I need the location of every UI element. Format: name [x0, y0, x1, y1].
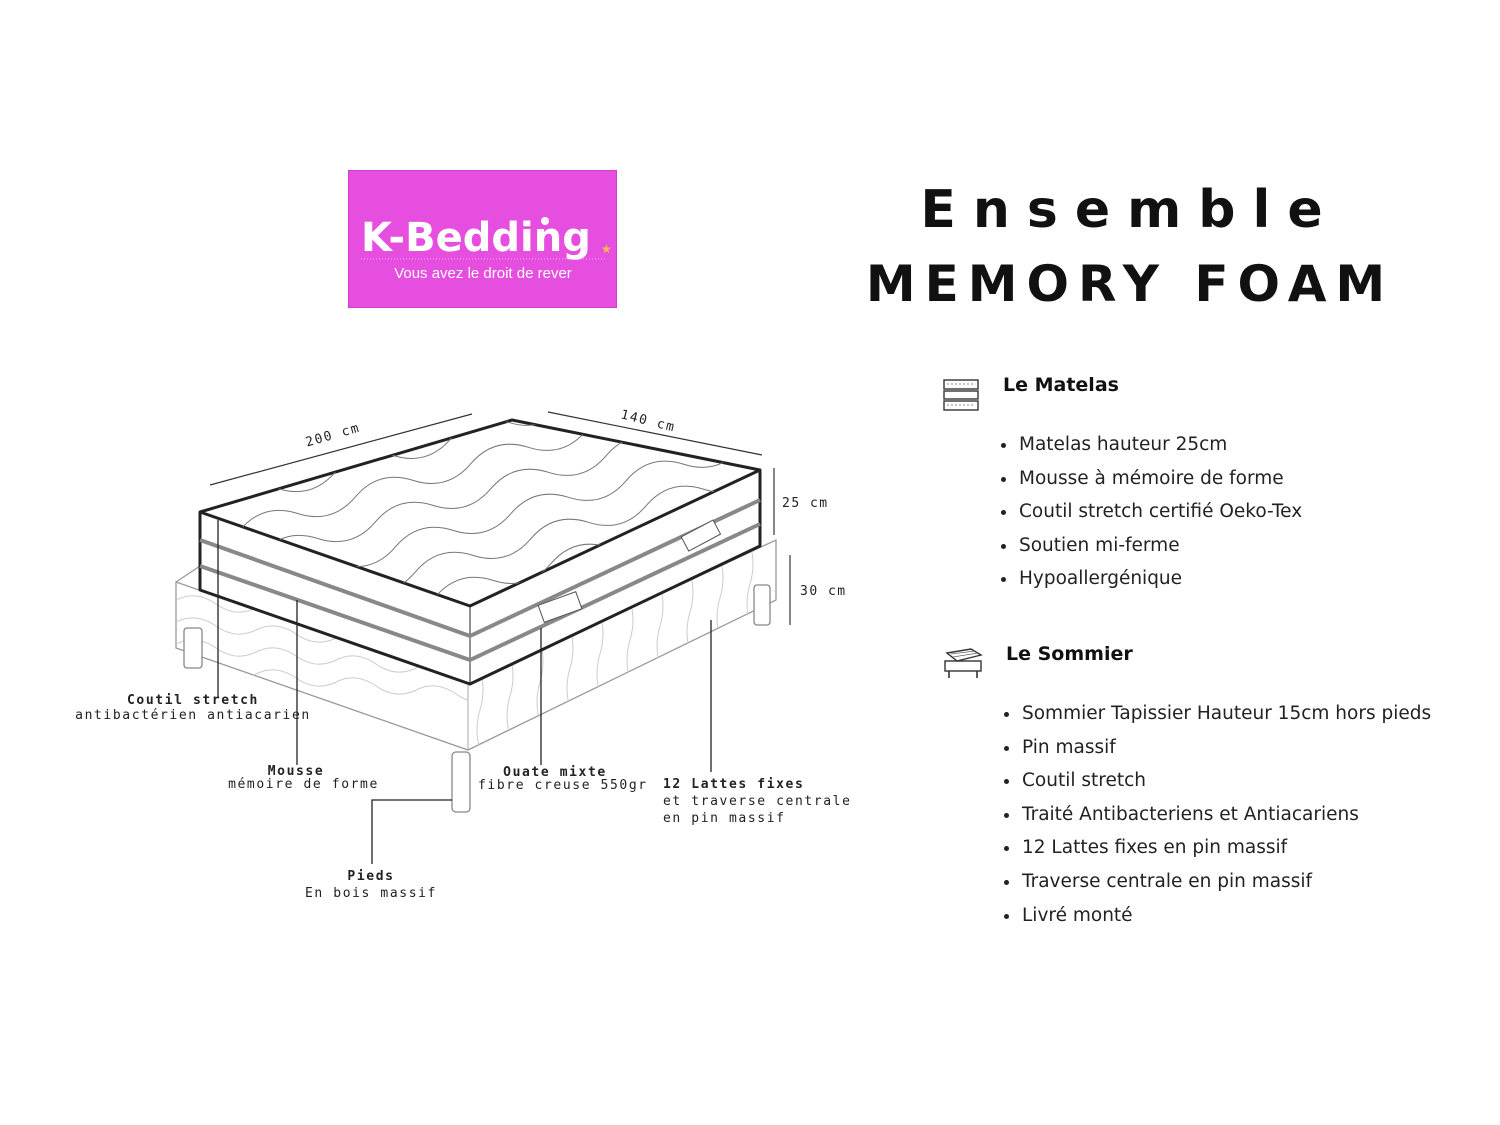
mattress-height-label: 25 cm: [782, 496, 829, 511]
list-item: Coutil stretch certifié Oeko-Tex: [1001, 495, 1302, 529]
matelas-feature-list: Matelas hauteur 25cm Mousse à mémoire de…: [1001, 428, 1302, 596]
list-item: Pin massif: [1004, 731, 1431, 765]
length-dim-line: [209, 413, 473, 486]
list-item: Traité Antibacteriens et Antiacariens: [1004, 798, 1431, 832]
brand-logo: K-Bedding ★ Vous avez le droit de rever: [348, 170, 617, 308]
list-item: Livré monté: [1004, 899, 1431, 933]
moon-icon: [541, 217, 549, 225]
callout-lines: [217, 520, 712, 864]
section-title-matelas: Le Matelas: [1003, 374, 1119, 396]
coutil-label-detail: antibactérien antiacarien: [75, 708, 311, 723]
mattress-icon: [943, 379, 979, 411]
list-item: Traverse centrale en pin massif: [1004, 865, 1431, 899]
ouate-label-detail: fibre creuse 550gr: [478, 778, 648, 793]
list-item: Mousse à mémoire de forme: [1001, 462, 1302, 496]
list-item: Hypoallergénique: [1001, 562, 1302, 596]
mousse-label-title: Mousse: [267, 764, 325, 779]
list-item: Soutien mi-ferme: [1001, 529, 1302, 563]
lattes-label-detail2: en pin massif: [663, 811, 786, 826]
bed-diagram: [175, 411, 791, 864]
width-dim-line: [547, 411, 763, 456]
brand-tagline: Vous avez le droit de rever: [394, 265, 572, 282]
bed-base-icon: [944, 648, 983, 678]
pieds-label-title: Pieds: [347, 869, 395, 884]
mousse-label-detail: mémoire de forme: [228, 777, 379, 792]
lattes-label-title: 12 Lattes fixes: [663, 777, 805, 792]
sommier-feature-list: Sommier Tapissier Hauteur 15cm hors pied…: [1004, 697, 1431, 932]
bed-legs: [183, 584, 771, 813]
coutil-label-title: Coutil stretch: [127, 693, 259, 708]
ouate-label-title: Ouate mixte: [503, 765, 607, 780]
page-title-line1: Ensemble: [920, 180, 1340, 240]
list-item: 12 Lattes fixes en pin massif: [1004, 831, 1431, 865]
list-item: Matelas hauteur 25cm: [1001, 428, 1302, 462]
page-title-line2: MEMORY FOAM: [865, 255, 1395, 313]
brand-name: K-Bedding: [361, 215, 591, 261]
brand-logo-artwork: K-Bedding ★ Vous avez le droit de rever: [361, 215, 612, 282]
base-height-label: 30 cm: [800, 584, 847, 599]
pieds-label-detail: En bois massif: [305, 886, 437, 901]
list-item: Sommier Tapissier Hauteur 15cm hors pied…: [1004, 697, 1431, 731]
section-title-sommier: Le Sommier: [1006, 643, 1133, 665]
lattes-label-detail1: et traverse centrale: [663, 794, 852, 809]
star-icon: ★: [601, 242, 612, 256]
list-item: Coutil stretch: [1004, 764, 1431, 798]
